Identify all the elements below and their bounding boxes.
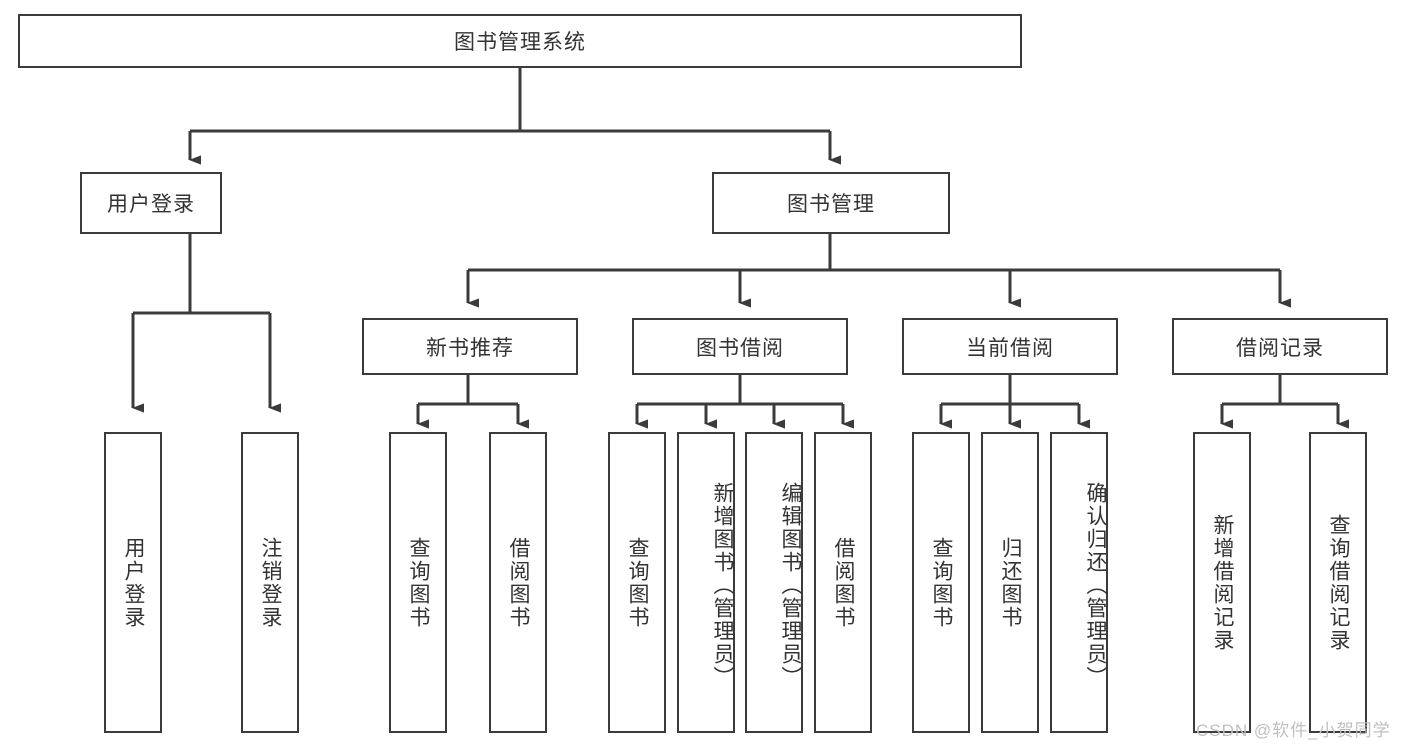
node-current-borrow[interactable]: 当前借阅 xyxy=(902,318,1118,375)
leaf-borrow-query[interactable]: 查询图书 xyxy=(608,432,666,733)
leaf-borrow-borrow-book[interactable]: 借阅图书 xyxy=(814,432,872,733)
leaf-user-login-login[interactable]: 用户登录 xyxy=(104,432,162,733)
node-borrow-record[interactable]: 借阅记录 xyxy=(1172,318,1388,375)
leaf-user-login-logout[interactable]: 注销登录 xyxy=(241,432,299,733)
leaf-borrow-add-book[interactable]: 新增图书（管理员） xyxy=(677,432,735,733)
leaf-new-book-borrow[interactable]: 借阅图书 xyxy=(489,432,547,733)
leaf-current-query[interactable]: 查询图书 xyxy=(912,432,970,733)
leaf-current-return[interactable]: 归还图书 xyxy=(981,432,1039,733)
leaf-borrow-edit-book[interactable]: 编辑图书（管理员） xyxy=(745,432,803,733)
leaf-current-confirm-return[interactable]: 确认归还（管理员） xyxy=(1050,432,1108,733)
leaf-record-add[interactable]: 新增借阅记录 xyxy=(1193,432,1251,733)
node-book-management[interactable]: 图书管理 xyxy=(712,172,950,234)
node-new-book-recommend[interactable]: 新书推荐 xyxy=(362,318,578,375)
node-user-login[interactable]: 用户登录 xyxy=(80,172,222,234)
leaf-new-book-query[interactable]: 查询图书 xyxy=(389,432,447,733)
node-root[interactable]: 图书管理系统 xyxy=(18,14,1022,68)
leaf-record-query[interactable]: 查询借阅记录 xyxy=(1309,432,1367,733)
node-book-borrow[interactable]: 图书借阅 xyxy=(632,318,848,375)
